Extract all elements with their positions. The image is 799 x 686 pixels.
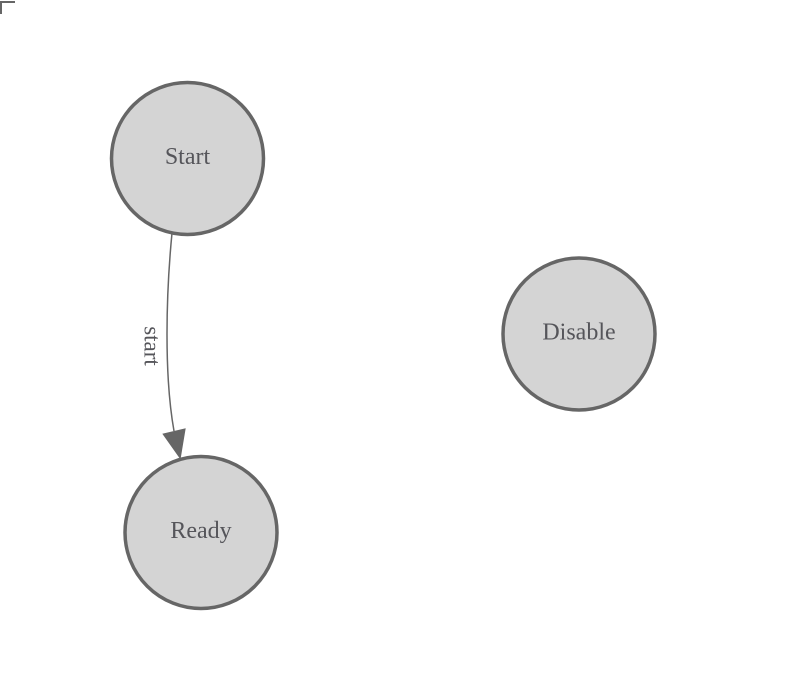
- node-ready-circle[interactable]: [123, 454, 279, 611]
- arrowhead-icon: [162, 428, 186, 460]
- node-start[interactable]: Start: [109, 80, 266, 237]
- node-ready[interactable]: Ready: [123, 454, 279, 611]
- node-start-circle[interactable]: [109, 80, 266, 237]
- edge-start-to-ready-label: start: [140, 326, 165, 366]
- node-disable[interactable]: Disable: [501, 256, 657, 412]
- canvas-corner-mark: [0, 1, 15, 14]
- edge-start-to-ready[interactable]: start: [140, 232, 186, 460]
- node-disable-circle[interactable]: [501, 256, 657, 412]
- edge-start-to-ready-path: [166, 232, 175, 432]
